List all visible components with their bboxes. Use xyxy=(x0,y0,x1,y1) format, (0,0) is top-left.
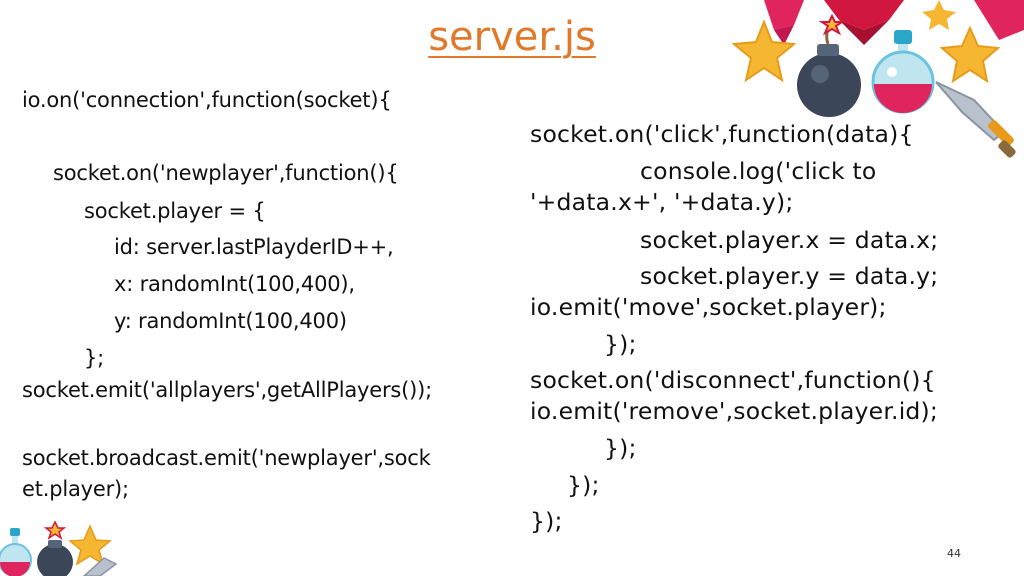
code-line: }; xyxy=(84,346,105,370)
potion-icon xyxy=(0,528,32,576)
code-line: socket.broadcast.emit('newplayer',sock xyxy=(22,446,431,470)
code-line: io.emit('remove',socket.player.id); xyxy=(530,397,939,425)
code-line: '+data.x+', '+data.y); xyxy=(530,188,794,216)
code-line: io.on('connection',function(socket){ xyxy=(22,88,392,112)
star-icon xyxy=(68,524,112,566)
code-line: }); xyxy=(530,507,563,535)
code-line: console.log('click to xyxy=(640,157,877,185)
code-line: x: randomInt(100,400), xyxy=(114,272,355,296)
star-icon xyxy=(731,19,797,83)
gem-icon xyxy=(974,0,1024,40)
code-line: socket.on('disconnect',function(){ xyxy=(530,366,936,394)
code-line: io.emit('move',socket.player); xyxy=(530,293,887,321)
code-line: socket.player.x = data.x; xyxy=(640,226,939,254)
code-line: socket.player.y = data.y; xyxy=(640,262,939,290)
page-number: 44 xyxy=(947,547,961,560)
sword-icon xyxy=(82,557,118,576)
code-line: }); xyxy=(604,330,637,358)
decoration-top-right xyxy=(731,0,1024,158)
code-line: socket.on('newplayer',function(){ xyxy=(53,161,399,185)
slide-title: server.js xyxy=(428,14,596,60)
gem-icon xyxy=(824,0,904,45)
code-line: }); xyxy=(604,434,637,462)
code-line: socket.player = { xyxy=(84,199,266,223)
gem-icon xyxy=(764,0,804,45)
code-line: socket.emit('allplayers',getAllPlayers()… xyxy=(22,378,432,402)
decoration-bottom-left xyxy=(0,520,118,576)
code-line: y: randomInt(100,400) xyxy=(114,309,347,333)
sword-icon xyxy=(935,81,1016,158)
bomb-icon xyxy=(37,520,73,576)
star-icon xyxy=(922,0,956,30)
code-line: }); xyxy=(567,471,600,499)
potion-icon xyxy=(871,30,935,114)
code-line: id: server.lastPlayderID++, xyxy=(114,235,394,259)
code-line: socket.on('click',function(data){ xyxy=(530,120,914,148)
star-icon xyxy=(939,25,1001,84)
code-line: et.player); xyxy=(22,477,129,501)
bomb-icon xyxy=(797,13,861,117)
